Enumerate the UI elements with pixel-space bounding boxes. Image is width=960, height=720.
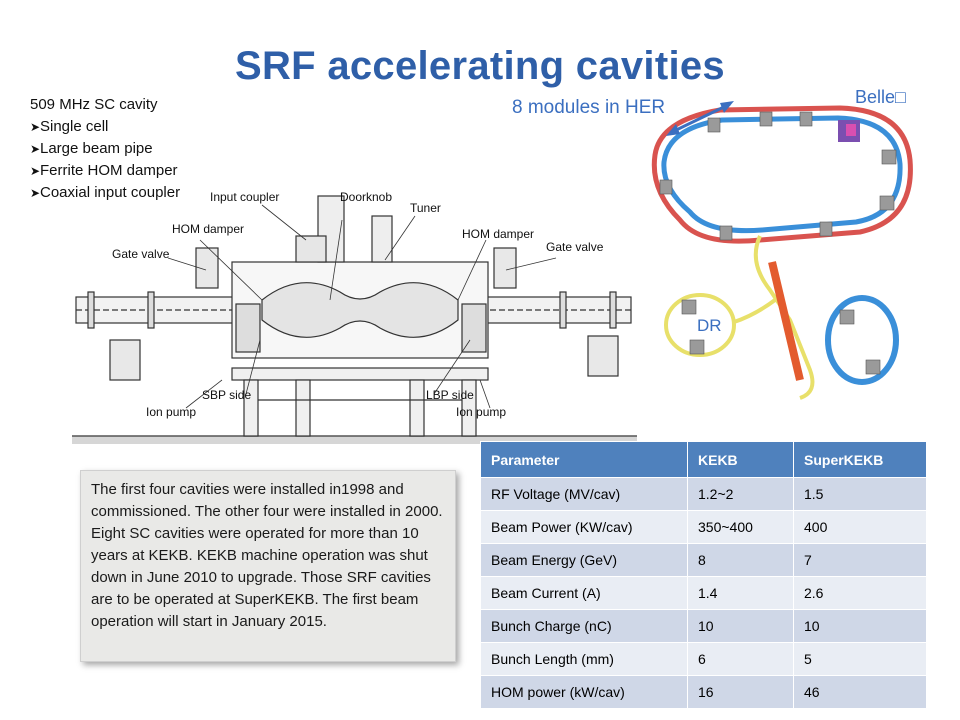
table-cell: 1.5	[793, 477, 927, 511]
table-cell: Bunch Length (mm)	[480, 642, 688, 676]
gate-valves	[109, 247, 619, 381]
label-hom-damper-left: HOM damper	[172, 222, 245, 236]
label-ion-pump-right: Ion pump	[456, 405, 507, 419]
column-header: KEKB	[687, 441, 794, 478]
label-ion-pump-left: Ion pump	[146, 405, 197, 419]
table-cell: 16	[687, 675, 794, 709]
table-cell: Beam Current (A)	[480, 576, 688, 610]
her-modules-label: 8 modules in HER	[512, 97, 666, 118]
arrow-bullet-icon: ➤	[30, 120, 41, 134]
table-cell: Beam Energy (GeV)	[480, 543, 688, 577]
table-cell: 400	[793, 510, 927, 544]
table-cell: Bunch Charge (nC)	[480, 609, 688, 643]
cryostat-vessel	[231, 195, 489, 359]
table-cell: 5	[793, 642, 927, 676]
table-cell: 1.2~2	[687, 477, 794, 511]
table-row: Bunch Length (mm) 6 5	[480, 642, 927, 676]
label-sbp-side: SBP side	[202, 388, 252, 402]
spec-item: ➤Single cell	[30, 116, 180, 138]
page-title: SRF accelerating cavities	[235, 44, 725, 88]
table-row: Beam Current (A) 1.4 2.6	[480, 576, 927, 610]
label-hom-damper-right: HOM damper	[462, 227, 535, 241]
cavity-spec-list: 509 MHz SC cavity ➤Single cell ➤Large be…	[30, 94, 180, 204]
table-header-row: Parameter KEKB SuperKEKB	[480, 441, 927, 478]
table-cell: Beam Power (KW/cav)	[480, 510, 688, 544]
spec-item: ➤Coaxial input coupler	[30, 182, 180, 204]
column-header: Parameter	[480, 441, 688, 478]
history-note-box: The first four cavities were installed i…	[80, 470, 456, 662]
table-cell: 8	[687, 543, 794, 577]
table-cell: 350~400	[687, 510, 794, 544]
table-cell: 1.4	[687, 576, 794, 610]
label-lbp-side: LBP side	[426, 388, 474, 402]
label-gate-valve-right: Gate valve	[546, 240, 604, 254]
label-doorknob: Doorknob	[340, 190, 393, 204]
label-gate-valve-left: Gate valve	[112, 247, 170, 261]
belle-label: Belle□	[855, 87, 906, 107]
arrow-bullet-icon: ➤	[30, 142, 41, 156]
spec-item: ➤Large beam pipe	[30, 138, 180, 160]
label-leader-lines	[167, 204, 557, 409]
table-cell: 2.6	[793, 576, 927, 610]
spec-item: ➤Ferrite HOM damper	[30, 160, 180, 182]
table-cell: 10	[793, 609, 927, 643]
history-note-text: The first four cavities were installed i…	[91, 481, 443, 630]
label-tuner: Tuner	[410, 201, 441, 215]
table-cell: 6	[687, 642, 794, 676]
table-cell: 46	[793, 675, 927, 709]
spec-heading: 509 MHz SC cavity	[30, 96, 158, 113]
table-cell: HOM power (kW/cav)	[480, 675, 688, 709]
table-row: Bunch Charge (nC) 10 10	[480, 609, 927, 643]
table-cell: 7	[793, 543, 927, 577]
table-row: RF Voltage (MV/cav) 1.2~2 1.5	[480, 477, 927, 511]
table-cell: RF Voltage (MV/cav)	[480, 477, 688, 511]
arrow-bullet-icon: ➤	[30, 164, 41, 178]
support-stand	[231, 367, 489, 437]
table-row: Beam Energy (GeV) 8 7	[480, 543, 927, 577]
arrow-bullet-icon: ➤	[30, 186, 41, 200]
damping-ring-label: DR	[697, 316, 722, 335]
table-cell: 10	[687, 609, 794, 643]
floor-hatch	[72, 435, 637, 444]
table-row: HOM power (kW/cav) 16 46	[480, 675, 927, 709]
label-input-coupler: Input coupler	[210, 190, 280, 204]
column-header: SuperKEKB	[793, 441, 927, 478]
superkekb-ring-diagram	[651, 101, 913, 400]
table-row: Beam Power (KW/cav) 350~400 400	[480, 510, 927, 544]
parameter-table: Parameter KEKB SuperKEKB RF Voltage (MV/…	[480, 441, 927, 709]
